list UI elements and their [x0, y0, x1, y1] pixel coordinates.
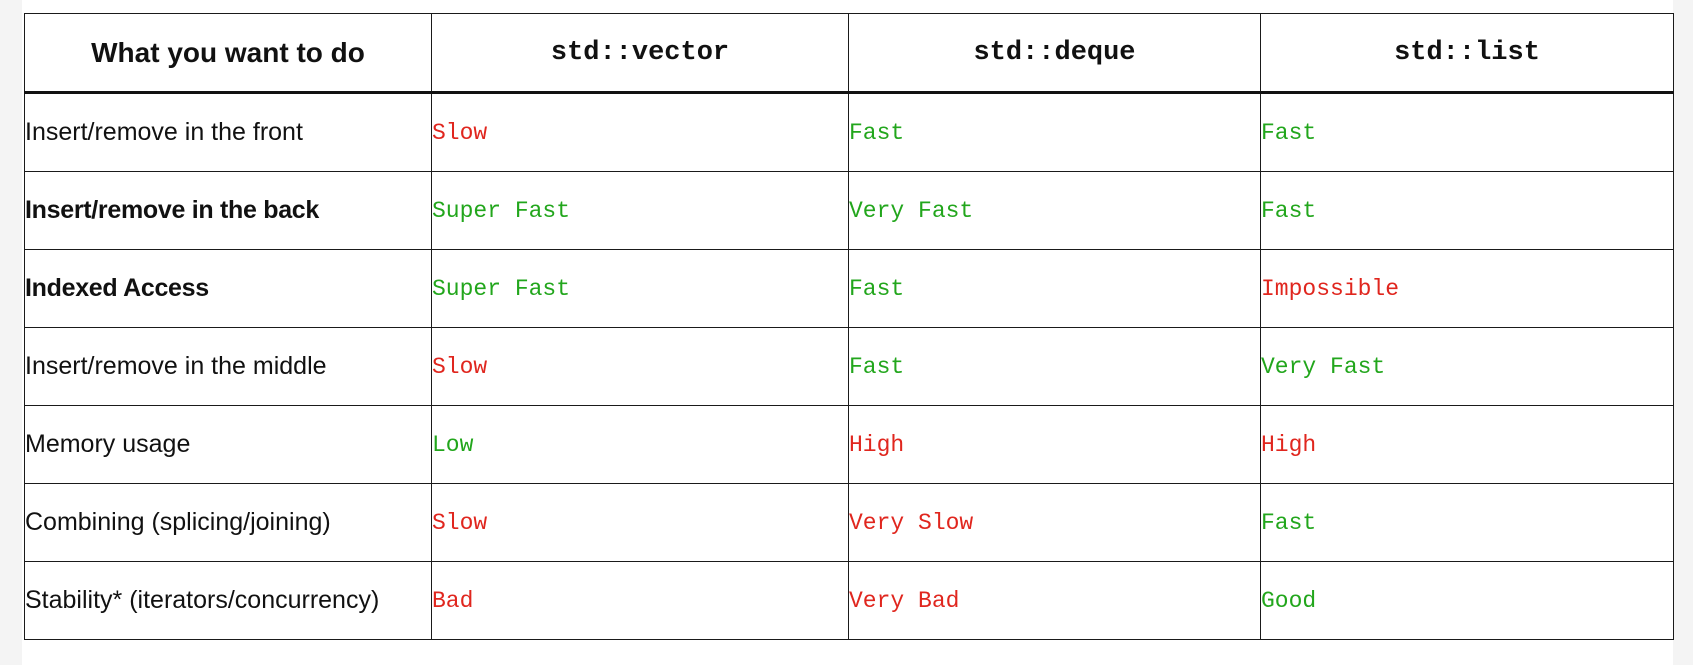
cell-vector-rating: Bad — [431, 561, 849, 640]
cell-deque-rating: Fast — [848, 249, 1261, 328]
cell-vector-rating: Slow — [431, 92, 849, 172]
cell-list-rating: Fast — [1260, 483, 1674, 562]
header-vector: std::vector — [431, 13, 849, 94]
cell-list-rating: High — [1260, 405, 1674, 484]
row-action-label: Indexed Access — [24, 249, 432, 328]
row-action-label: Stability* (iterators/concurrency) — [24, 561, 432, 640]
row-action-label: Insert/remove in the front — [24, 92, 432, 172]
cell-list-rating: Fast — [1260, 171, 1674, 250]
cell-list-rating: Very Fast — [1260, 327, 1674, 406]
cell-list-rating: Good — [1260, 561, 1674, 640]
cell-deque-rating: Fast — [848, 327, 1261, 406]
cell-deque-rating: Very Fast — [848, 171, 1261, 250]
cell-deque-rating: Fast — [848, 92, 1261, 172]
table-header-row: What you want to do std::vector std::deq… — [24, 13, 1674, 94]
cell-vector-rating: Super Fast — [431, 171, 849, 250]
cell-deque-rating: High — [848, 405, 1261, 484]
cell-vector-rating: Slow — [431, 327, 849, 406]
header-list: std::list — [1260, 13, 1674, 94]
row-action-label: Insert/remove in the back — [24, 171, 432, 250]
cell-vector-rating: Slow — [431, 483, 849, 562]
comparison-table: What you want to do std::vector std::deq… — [24, 13, 1674, 640]
row-action-label: Memory usage — [24, 405, 432, 484]
cell-vector-rating: Low — [431, 405, 849, 484]
cell-list-rating: Fast — [1260, 92, 1674, 172]
row-action-label: Combining (splicing/joining) — [24, 483, 432, 562]
header-action: What you want to do — [24, 13, 432, 94]
header-deque: std::deque — [848, 13, 1261, 94]
cell-deque-rating: Very Slow — [848, 483, 1261, 562]
cell-list-rating: Impossible — [1260, 249, 1674, 328]
cell-deque-rating: Very Bad — [848, 561, 1261, 640]
cell-vector-rating: Super Fast — [431, 249, 849, 328]
row-action-label: Insert/remove in the middle — [24, 327, 432, 406]
